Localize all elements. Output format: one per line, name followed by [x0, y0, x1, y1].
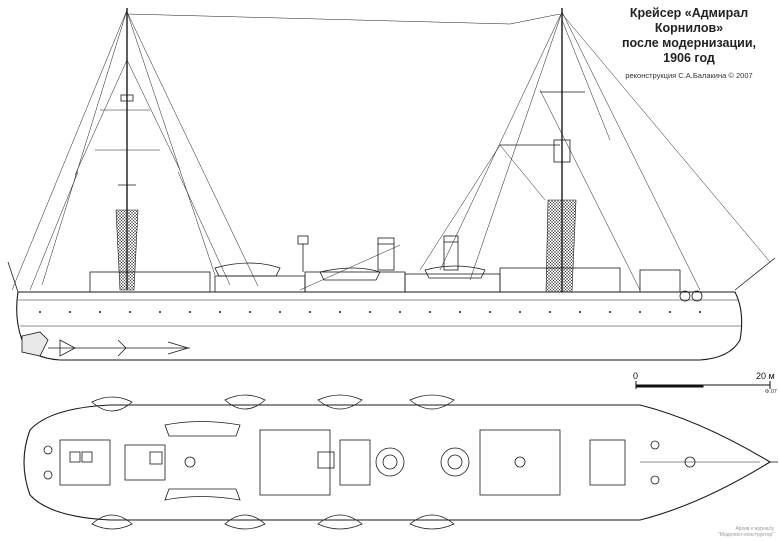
- scale-start-label: 0: [633, 371, 639, 381]
- plan-view: [23, 394, 778, 530]
- hull-side: [16, 291, 743, 361]
- superstructure: [89, 267, 681, 293]
- plan-deckhouses: [59, 429, 626, 496]
- portholes: [39, 311, 701, 313]
- scale-bar: [635, 381, 771, 389]
- funnels: [297, 235, 459, 272]
- propeller-shaft: [21, 331, 190, 357]
- plan-boats: [91, 394, 455, 530]
- archive-watermark: Архив к журналу "Моделист-конструктор": [718, 526, 774, 538]
- main-mast: [500, 8, 585, 293]
- side-view: [7, 8, 776, 361]
- deck-outline: [23, 404, 772, 521]
- plan-funnels: [184, 447, 526, 477]
- scale-tag: Ф.07: [765, 389, 777, 395]
- plan-bow-fittings: [43, 440, 760, 485]
- watermark-line-1: Архив к журналу: [735, 526, 774, 532]
- drawing-title-line-3: 1906 год: [663, 51, 715, 65]
- deck-boats: [214, 262, 486, 281]
- drawing-title-line-1: Крейсер «Адмирал Корнилов»: [629, 6, 749, 35]
- watermark-line-2: "Моделист-конструктор": [718, 532, 774, 538]
- fore-mast: [95, 8, 160, 291]
- reconstruction-credit: реконструкция С.А.Балакина © 2007: [625, 71, 753, 80]
- drawing-title-line-2: после модернизации,: [621, 36, 756, 50]
- title-block: Крейсер «Адмирал Корнилов» после модерни…: [600, 6, 778, 80]
- scale-end-label: 20 м: [756, 371, 775, 381]
- rigging-lines: [11, 9, 771, 291]
